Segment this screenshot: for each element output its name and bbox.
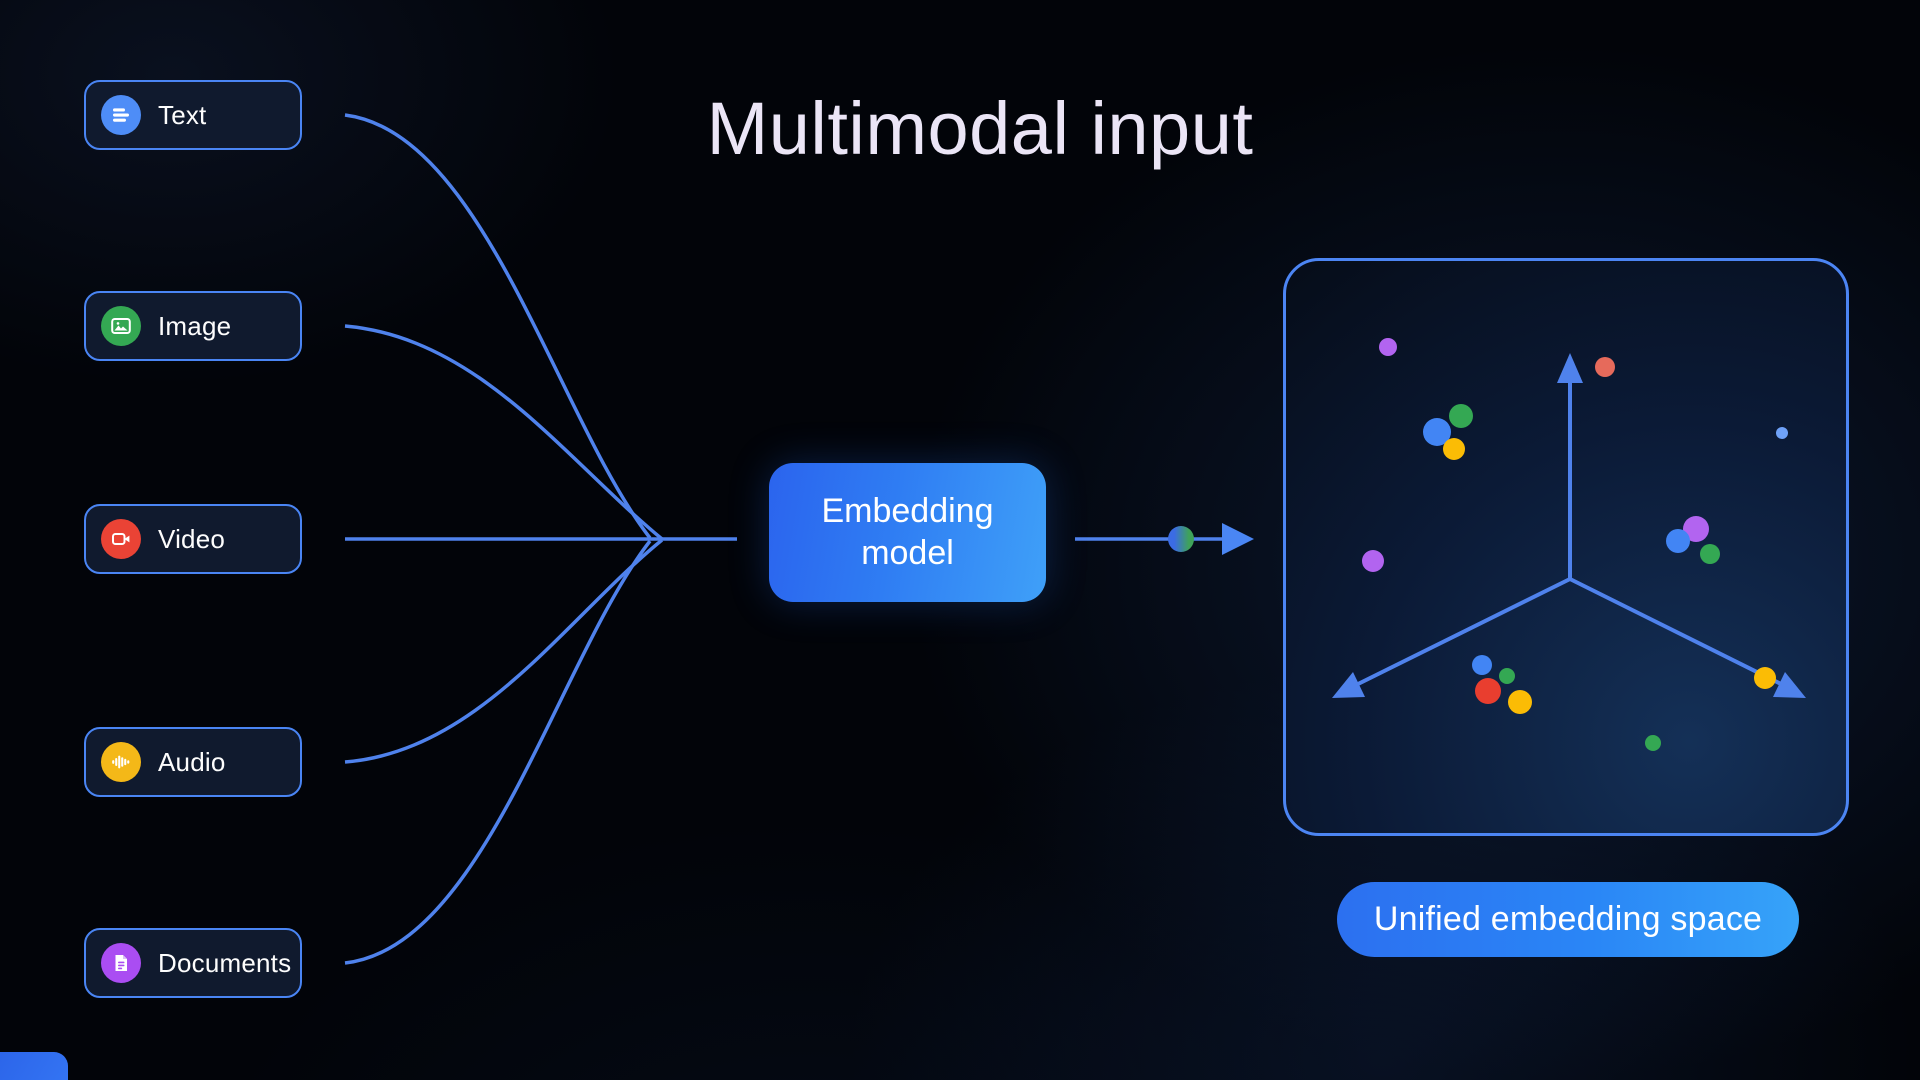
input-chip-image: Image [84, 291, 302, 361]
embedding-vector-dot [1168, 526, 1194, 552]
embedding-point [1645, 735, 1661, 751]
input-chip-video: Video [84, 504, 302, 574]
curve-image [344, 324, 664, 541]
embedding-point [1499, 668, 1515, 684]
embedding-point [1754, 667, 1776, 689]
text-lines-icon [101, 95, 141, 135]
embedding-point [1449, 404, 1473, 428]
embedding-model-box: Embedding model [769, 463, 1046, 602]
input-chip-label: Video [158, 523, 226, 554]
embedding-point [1443, 438, 1465, 460]
document-icon [101, 943, 141, 983]
curve-audio [344, 538, 664, 764]
embedding-point [1700, 544, 1720, 564]
embedding-model-label: Embedding model [821, 492, 994, 572]
unified-embedding-space-label: Unified embedding space [1373, 900, 1763, 938]
unified-embedding-space-pill: Unified embedding space [1337, 882, 1799, 957]
video-camera-icon [101, 519, 141, 559]
input-chip-label: Audio [158, 746, 226, 777]
page-title: Multimodal input [706, 87, 1254, 170]
input-chip-label: Documents [158, 947, 292, 978]
3d-axes-icon [1332, 353, 1806, 698]
embedding-point [1379, 338, 1397, 356]
curve-text [344, 113, 652, 540]
input-chip-label: Image [158, 310, 232, 341]
audio-waveform-icon [101, 742, 141, 782]
input-chip-text: Text [84, 80, 302, 150]
embedding-point [1666, 529, 1690, 553]
embedding-point [1776, 427, 1788, 439]
output-arrowhead-icon [1222, 523, 1254, 555]
embedding-point [1595, 357, 1615, 377]
embedding-point [1362, 550, 1384, 572]
image-icon [101, 306, 141, 346]
embedding-point [1475, 678, 1501, 704]
input-chip-audio: Audio [84, 727, 302, 797]
embedding-point [1472, 655, 1492, 675]
input-chip-documents: Documents [84, 928, 302, 998]
curve-documents [344, 539, 652, 965]
embedding-point [1508, 690, 1532, 714]
input-chip-label: Text [158, 99, 207, 130]
embedding-space-box [1283, 258, 1849, 836]
corner-accent-shape [0, 1052, 68, 1080]
